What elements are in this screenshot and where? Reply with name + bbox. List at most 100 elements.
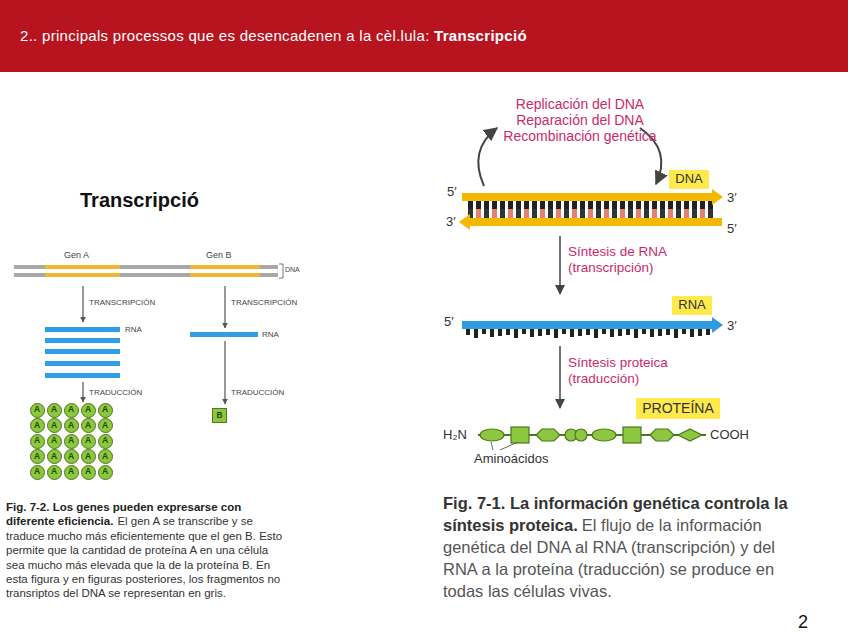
rna-base — [602, 329, 606, 334]
rna-base — [506, 329, 510, 335]
base-pair — [532, 209, 537, 218]
base-pair — [620, 201, 625, 209]
base-pair — [580, 209, 585, 218]
rna-strand — [462, 317, 723, 333]
leader-line — [491, 442, 493, 450]
base-pair — [572, 209, 577, 218]
base-pair — [564, 201, 569, 209]
base-pair — [676, 201, 681, 209]
arrow — [82, 382, 83, 402]
node-text: A — [48, 405, 61, 415]
dna-helix — [468, 201, 713, 218]
node-text: A — [65, 405, 78, 415]
protein-a-circle: A — [98, 465, 113, 480]
node-text: A — [48, 467, 61, 477]
base-pair — [628, 209, 633, 218]
base-pair — [548, 209, 553, 218]
rna-base — [682, 329, 686, 334]
label: 3′ — [727, 190, 737, 205]
label: TRADUCCIÓN — [231, 388, 284, 397]
process-list: Replicación del DNAReparación del DNARec… — [465, 96, 695, 144]
node-text: PROTEÍNA — [636, 400, 720, 416]
base-pair — [636, 201, 641, 209]
label: Síntesis proteica (traducción) — [568, 355, 693, 387]
base-pair — [524, 201, 529, 209]
protein-a-circle: A — [64, 418, 79, 433]
node-text: A — [82, 405, 95, 415]
rna-base — [610, 329, 614, 337]
base-pair — [484, 209, 489, 218]
base-pair — [660, 209, 665, 218]
rna-base — [666, 329, 670, 335]
protein-a-circle: A — [64, 449, 79, 464]
node-text: A — [65, 452, 78, 462]
base-pair — [596, 201, 601, 209]
base-pair — [660, 201, 665, 209]
rna-base — [650, 329, 654, 337]
node-text: A — [99, 405, 112, 415]
arrow — [224, 341, 225, 404]
label: 5′ — [727, 221, 737, 236]
node-text: A — [99, 467, 112, 477]
base-pair — [588, 209, 593, 218]
rna-base — [490, 329, 494, 337]
flow-figure — [459, 128, 723, 450]
base-pair — [492, 201, 497, 209]
protein-a-circle: A — [47, 418, 62, 433]
protein-a-circle: A — [47, 465, 62, 480]
amino-acid — [678, 429, 702, 441]
node-text: B — [213, 411, 226, 421]
leader-line — [500, 442, 518, 450]
gene-figure — [14, 264, 283, 404]
bracket — [279, 264, 283, 278]
rna-base — [626, 329, 630, 335]
amino-acid — [511, 427, 529, 443]
gene-b-segment — [190, 273, 260, 277]
base-pair — [532, 201, 537, 209]
protein-a-circle: A — [81, 449, 96, 464]
rna-base — [706, 329, 710, 335]
base-pair — [644, 201, 649, 209]
arrow — [559, 346, 561, 408]
label: 3′ — [446, 214, 456, 229]
base-pair — [588, 201, 593, 209]
rna-base — [642, 329, 646, 334]
protein-a-circle: A — [30, 418, 45, 433]
rna-bar — [45, 373, 120, 378]
process-name: Recombinación genética — [465, 128, 695, 144]
protein-a-circle: A — [98, 403, 113, 418]
node-text: A — [31, 405, 44, 415]
protein-a-circle: A — [47, 403, 62, 418]
caption-text: El gen A se transcribe y se traduce much… — [6, 515, 282, 599]
rna-base — [698, 329, 702, 336]
amino-acid-chain — [480, 427, 702, 443]
protein-a-circle: A — [81, 403, 96, 418]
base-pair — [612, 209, 617, 218]
protein-a-circle: A — [81, 465, 96, 480]
title-text: 2.. principals processos que es desencad… — [20, 27, 434, 44]
base-pair — [676, 209, 681, 218]
base-pair — [516, 201, 521, 209]
protein-a-circle: A — [30, 434, 45, 449]
base-pair — [700, 201, 705, 209]
base-pair — [692, 209, 697, 218]
amino-acid — [592, 429, 616, 441]
label: COOH — [710, 427, 749, 442]
rna-base — [466, 329, 470, 335]
protein-a-circle: A — [30, 449, 45, 464]
label: 3′ — [727, 318, 737, 333]
protein-a-circle: A — [64, 465, 79, 480]
rna-base — [498, 329, 502, 336]
node-text: A — [31, 452, 44, 462]
curved-arrow — [478, 128, 497, 186]
base-pair — [556, 209, 561, 218]
node-text: A — [82, 436, 95, 446]
rna-base — [578, 329, 582, 336]
node-text: A — [48, 436, 61, 446]
base-pair — [620, 209, 625, 218]
label: 5′ — [444, 314, 454, 329]
base-pair — [628, 201, 633, 209]
rna-base — [674, 329, 678, 338]
node-text: A — [82, 421, 95, 431]
